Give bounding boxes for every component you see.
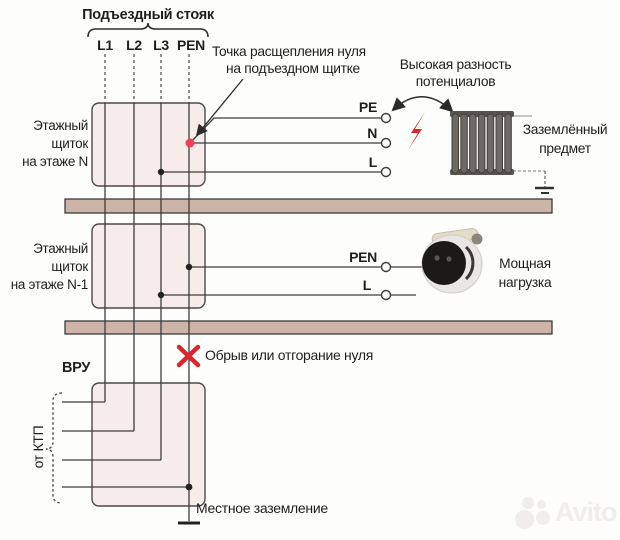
vru-label: ВРУ [62, 360, 91, 376]
avito-watermark-text: Avito [555, 497, 617, 527]
floor-slab-upper [64, 198, 553, 214]
split-leader-arrow [195, 78, 244, 137]
riser-dashed-stubs [104, 54, 190, 103]
terminal-circle-n [380, 137, 392, 149]
riser-label-l3: L3 [153, 37, 169, 53]
local-ground-label: Местное заземление [196, 500, 328, 516]
potential-note-line2: потенциалов [415, 74, 496, 89]
terminal-circle-l-n1 [380, 289, 392, 301]
terminal-circle-pe [380, 112, 392, 124]
riser-label-l1: L1 [97, 37, 113, 53]
panel-box-vru [91, 382, 206, 507]
riser-label-pen: PEN [177, 37, 205, 53]
panel-n-name-line3: на этаже N [22, 154, 88, 169]
riser-wires [104, 103, 190, 521]
avito-logo-dot [515, 510, 534, 529]
split-note-line1: Точка расщепления нуля [212, 44, 366, 59]
panel-box-floor-n1 [91, 223, 206, 309]
split-note-line2: на подъездном щитке [226, 61, 360, 76]
terminal-label-n: N [367, 125, 377, 141]
panel-box-floor-n [91, 102, 206, 187]
potential-note-line1: Высокая разность [399, 57, 512, 72]
terminal-label-pen-n1: PEN [349, 249, 377, 265]
split-point-dot [185, 138, 195, 148]
break-x-icon [176, 344, 201, 368]
avito-logo-dot [536, 511, 550, 525]
riser-label-l2: L2 [126, 37, 142, 53]
break-note: Обрыв или отгорание нуля [205, 347, 374, 363]
load-label-line2: нагрузка [498, 275, 552, 290]
panel-n-name-line1: Этажный [33, 118, 88, 133]
terminal-label-l: L [368, 154, 378, 170]
load-photo [421, 228, 483, 294]
terminal-circle-pen-n1 [380, 261, 392, 273]
panel-n-name-line2: щиток [51, 136, 88, 151]
junction-dot-pen-vru [185, 483, 193, 491]
ground-symbol-radiator [535, 171, 554, 194]
grounded-object-line1: Заземлённый [522, 122, 608, 137]
from-ktp-label: от КТП [30, 425, 46, 469]
terminal-circles [380, 112, 392, 301]
panel-n1-name-line2: щиток [51, 259, 88, 274]
junction-dot-pen-n1 [185, 263, 193, 271]
junction-dot-l-n1 [157, 291, 165, 299]
avito-logo-dot [537, 500, 546, 509]
floor-slab-lower [64, 320, 553, 335]
avito-logo-dot [522, 497, 534, 509]
radiator-graphic [450, 111, 545, 175]
panel-n1-wires [161, 266, 423, 296]
terminal-label-pe: PE [358, 99, 377, 115]
grounded-object-line2: предмет [539, 141, 591, 156]
load-label-line1: Мощная [499, 256, 551, 271]
avito-watermark: Avito [505, 495, 620, 535]
terminal-label-l-n1: L [362, 277, 372, 293]
ktp-feeder-wires [62, 401, 189, 488]
ktp-brace [45, 392, 63, 504]
junction-dot-l-n [157, 168, 165, 176]
riser-brace [87, 22, 209, 38]
panel-n1-name-line1: Этажный [33, 241, 88, 256]
terminal-circle-l [380, 166, 392, 178]
potential-arc-arrow [391, 96, 454, 113]
panel-n1-name-line3: на этаже N-1 [10, 277, 89, 292]
lightning-icon [408, 112, 425, 150]
riser-title: Подъездный стояк [82, 7, 214, 23]
